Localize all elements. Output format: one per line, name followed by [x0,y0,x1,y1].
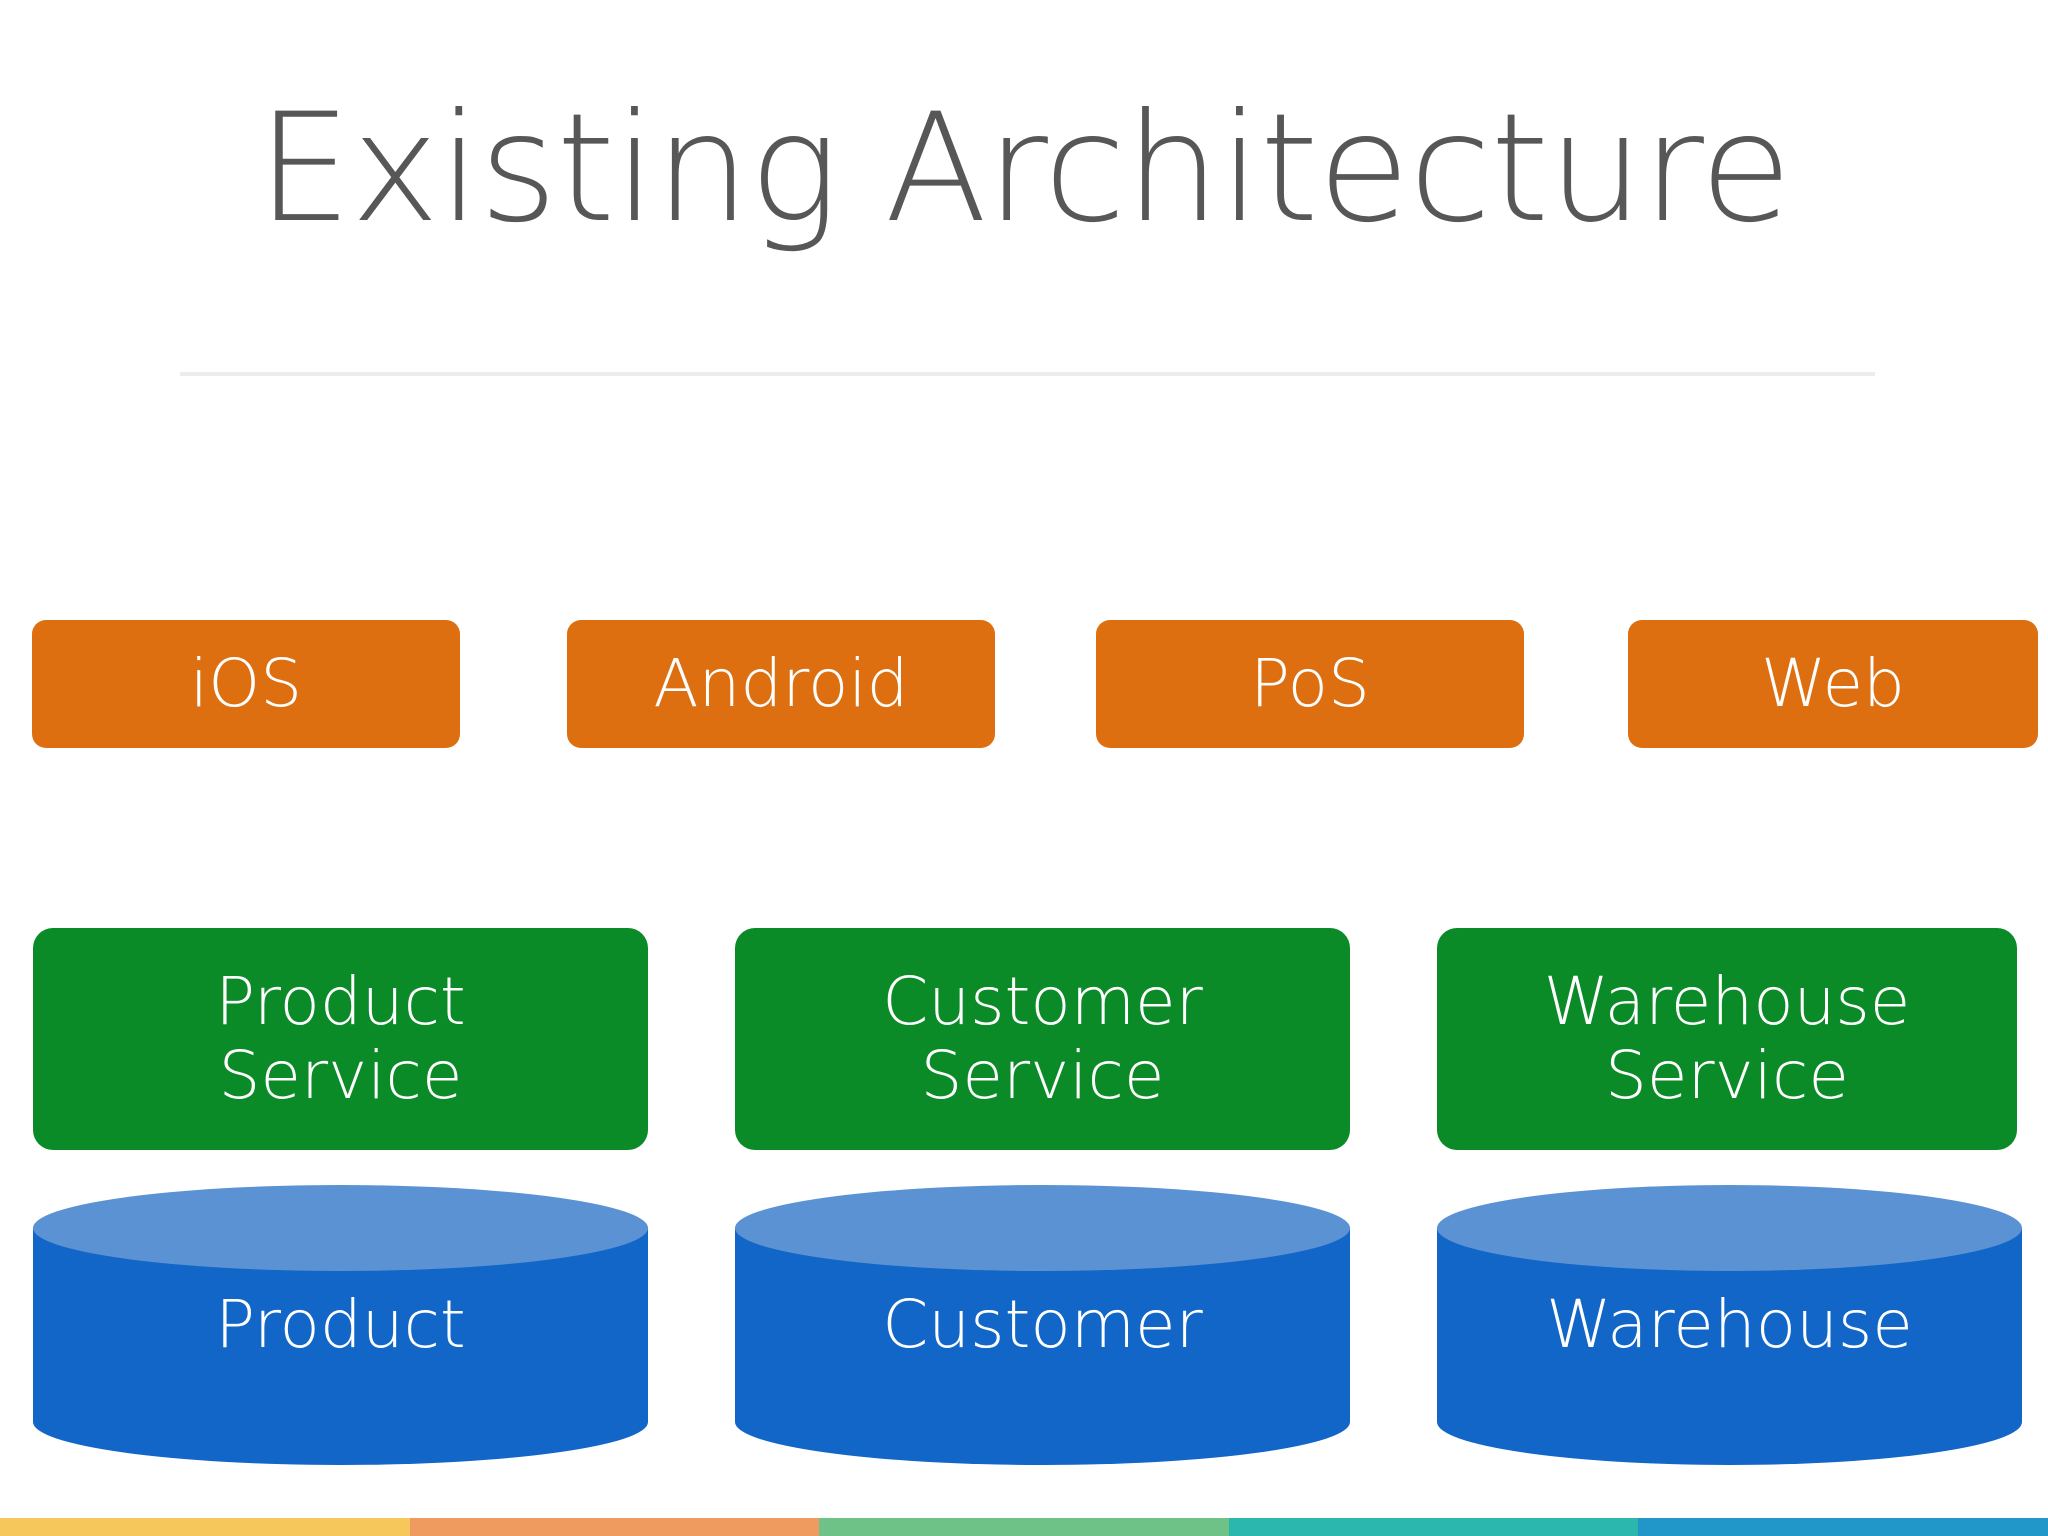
accent-segment-4 [1228,1518,1639,1536]
accent-segment-3 [819,1518,1229,1536]
database-cylinder-customer[interactable]: Customer [735,1185,1350,1465]
database-icon [33,1185,648,1465]
client-label: Android [653,645,909,722]
client-box-pos[interactable]: PoS [1096,620,1524,748]
accent-strip [0,1518,2048,1536]
accent-segment-1 [0,1518,410,1536]
service-label: Product Service [215,963,466,1114]
title-divider [180,372,1875,376]
slide-title-text: Existing Architecture [257,82,1792,256]
database-cylinder-warehouse[interactable]: Warehouse [1437,1185,2022,1465]
service-box-product[interactable]: Product Service [33,928,648,1150]
service-layer: Product Service Customer Service Warehou… [0,928,2048,1150]
client-label: PoS [1250,645,1370,722]
database-icon [1437,1185,2022,1465]
client-label: iOS [189,645,303,722]
client-label: Web [1761,645,1905,722]
accent-segment-2 [409,1518,820,1536]
service-label: Warehouse Service [1543,963,1911,1114]
accent-segment-5 [1638,1518,2048,1536]
service-box-customer[interactable]: Customer Service [735,928,1350,1150]
client-box-android[interactable]: Android [567,620,995,748]
database-icon [735,1185,1350,1465]
database-layer: Product Customer Warehouse [0,1185,2048,1465]
client-box-web[interactable]: Web [1628,620,2038,748]
client-box-ios[interactable]: iOS [32,620,460,748]
database-cylinder-product[interactable]: Product [33,1185,648,1465]
page-title: Existing Architecture [0,90,2048,249]
client-layer: iOS Android PoS Web [0,620,2048,748]
service-label: Customer Service [882,963,1203,1114]
service-box-warehouse[interactable]: Warehouse Service [1437,928,2017,1150]
